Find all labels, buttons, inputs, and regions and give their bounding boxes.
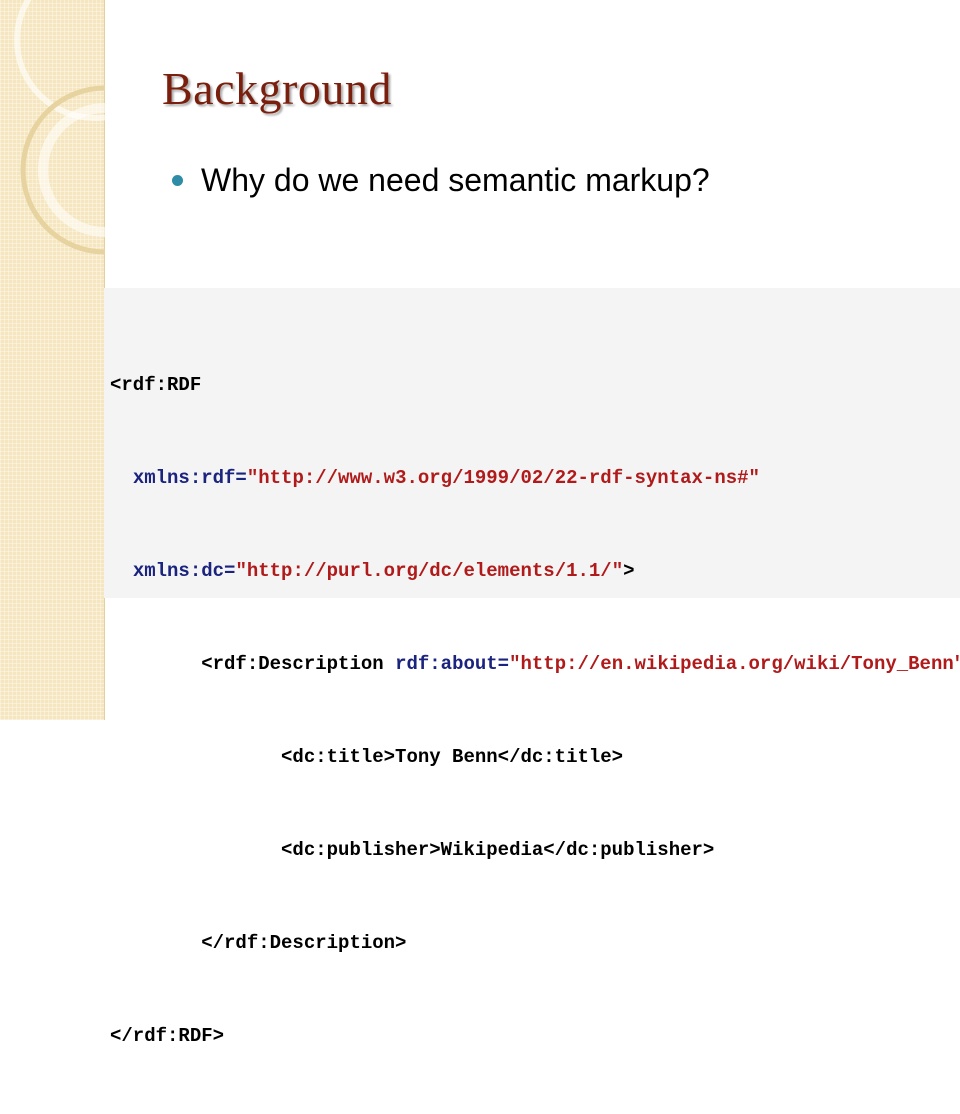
- code-token: <dc:title>Tony Benn</dc:title>: [281, 746, 624, 768]
- bullet-icon: [172, 175, 183, 186]
- code-line-5: <dc:title>Tony Benn</dc:title>: [110, 742, 960, 773]
- code-token: <rdf:RDF: [110, 374, 202, 396]
- code-screenshot: <rdf:RDF xmlns:rdf="http://www.w3.org/19…: [104, 288, 960, 1047]
- code-token: xmlns:dc=: [132, 560, 236, 582]
- slide-title: Background: [162, 63, 392, 114]
- code-line-3: xmlns:dc="http://purl.org/dc/elements/1.…: [110, 556, 960, 587]
- code-line-2: xmlns:rdf="http://www.w3.org/1999/02/22-…: [110, 463, 960, 494]
- decorative-circles: [14, 0, 105, 255]
- code-token: "http://purl.org/dc/elements/1.1/": [235, 560, 624, 582]
- code-token: rdf:about=: [395, 653, 510, 675]
- rdf-code-block: <rdf:RDF xmlns:rdf="http://www.w3.org/19…: [110, 308, 960, 1114]
- code-line-6: <dc:publisher>Wikipedia</dc:publisher>: [110, 835, 960, 866]
- code-token: "http://www.w3.org/1999/02/22-rdf-syntax…: [246, 467, 760, 489]
- code-token: <dc:publisher>Wikipedia</dc:publisher>: [281, 839, 715, 861]
- code-token: "http://en.wikipedia.org/wiki/Tony_Benn": [509, 653, 960, 675]
- code-token: <rdf:Description: [201, 653, 384, 675]
- code-token: >: [623, 560, 635, 582]
- code-token: </rdf:RDF>: [110, 1025, 225, 1047]
- code-token: </rdf:Description>: [201, 932, 407, 954]
- code-line-7: </rdf:Description>: [110, 928, 960, 959]
- code-line-8: </rdf:RDF>: [110, 1021, 960, 1052]
- bullet-item: Why do we need semantic markup?: [172, 162, 710, 199]
- bullet-text: Why do we need semantic markup?: [201, 162, 710, 198]
- code-line-4: <rdf:Description rdf:about="http://en.wi…: [110, 649, 960, 680]
- code-token: xmlns:rdf=: [132, 467, 247, 489]
- decorative-side-strip: [0, 0, 105, 720]
- code-line-1: <rdf:RDF: [110, 370, 960, 401]
